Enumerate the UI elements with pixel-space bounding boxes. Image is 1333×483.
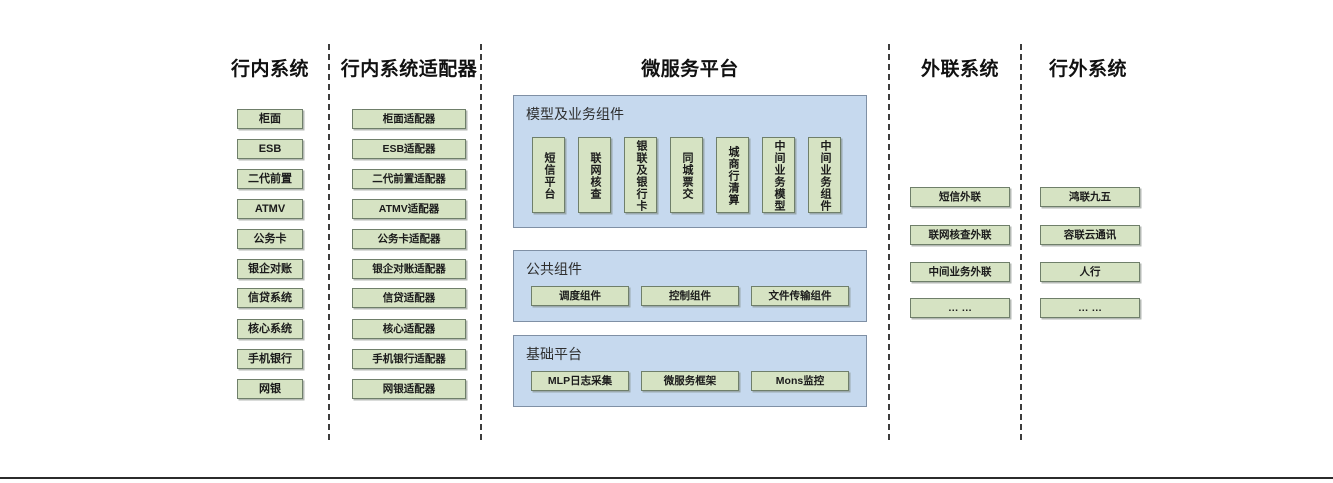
node-inner-system-1[interactable]: ESB xyxy=(237,139,303,159)
bottom-rule xyxy=(0,477,1333,479)
divider-3 xyxy=(888,44,890,440)
column-title-microservice-platform: 微服务平台 xyxy=(641,59,739,80)
node-inner-adapter-3[interactable]: ATMV适配器 xyxy=(352,199,466,219)
column-title-inner-system-adapters: 行内系统适配器 xyxy=(340,59,478,80)
node-inner-adapter-5[interactable]: 银企对账适配器 xyxy=(352,259,466,279)
divider-2 xyxy=(480,44,482,440)
node-outside-bank-3[interactable]: … … xyxy=(1040,298,1140,318)
node-external-link-2[interactable]: 中间业务外联 xyxy=(910,262,1010,282)
panel-title-basic-platform: 基础平台 xyxy=(526,346,582,362)
node-model-3[interactable]: 同城票交 xyxy=(670,137,703,213)
node-model-6[interactable]: 中间业务组件 xyxy=(808,137,841,213)
node-inner-adapter-2[interactable]: 二代前置适配器 xyxy=(352,169,466,189)
node-inner-adapter-0[interactable]: 柜面适配器 xyxy=(352,109,466,129)
node-model-0[interactable]: 短信平台 xyxy=(532,137,565,213)
node-public-1[interactable]: 控制组件 xyxy=(641,286,739,306)
node-public-0[interactable]: 调度组件 xyxy=(531,286,629,306)
node-public-2[interactable]: 文件传输组件 xyxy=(751,286,849,306)
node-basic-2[interactable]: Mons监控 xyxy=(751,371,849,391)
divider-1 xyxy=(328,44,330,440)
node-inner-system-2[interactable]: 二代前置 xyxy=(237,169,303,189)
divider-4 xyxy=(1020,44,1022,440)
node-external-link-3[interactable]: … … xyxy=(910,298,1010,318)
node-inner-adapter-4[interactable]: 公务卡适配器 xyxy=(352,229,466,249)
node-model-4[interactable]: 城商行清算 xyxy=(716,137,749,213)
node-inner-system-0[interactable]: 柜面 xyxy=(237,109,303,129)
node-inner-system-7[interactable]: 核心系统 xyxy=(237,319,303,339)
node-model-5[interactable]: 中间业务模型 xyxy=(762,137,795,213)
node-basic-0[interactable]: MLP日志采集 xyxy=(531,371,629,391)
node-inner-system-5[interactable]: 银企对账 xyxy=(237,259,303,279)
node-model-1[interactable]: 联网核查 xyxy=(578,137,611,213)
node-model-2[interactable]: 银联及银行卡 xyxy=(624,137,657,213)
node-basic-1[interactable]: 微服务框架 xyxy=(641,371,739,391)
node-inner-adapter-8[interactable]: 手机银行适配器 xyxy=(352,349,466,369)
node-inner-system-8[interactable]: 手机银行 xyxy=(237,349,303,369)
panel-title-model-business-components: 模型及业务组件 xyxy=(526,106,624,122)
node-inner-system-6[interactable]: 信贷系统 xyxy=(237,288,303,308)
column-title-external-link-systems: 外联系统 xyxy=(920,59,999,80)
panel-title-public-components: 公共组件 xyxy=(526,261,582,277)
column-title-inner-systems: 行内系统 xyxy=(230,59,309,80)
node-inner-system-9[interactable]: 网银 xyxy=(237,379,303,399)
node-outside-bank-2[interactable]: 人行 xyxy=(1040,262,1140,282)
node-outside-bank-1[interactable]: 容联云通讯 xyxy=(1040,225,1140,245)
node-inner-adapter-9[interactable]: 网银适配器 xyxy=(352,379,466,399)
node-inner-adapter-7[interactable]: 核心适配器 xyxy=(352,319,466,339)
node-inner-system-4[interactable]: 公务卡 xyxy=(237,229,303,249)
node-outside-bank-0[interactable]: 鸿联九五 xyxy=(1040,187,1140,207)
column-title-outside-bank-systems: 行外系统 xyxy=(1048,59,1127,80)
node-external-link-0[interactable]: 短信外联 xyxy=(910,187,1010,207)
node-inner-adapter-6[interactable]: 信贷适配器 xyxy=(352,288,466,308)
node-external-link-1[interactable]: 联网核查外联 xyxy=(910,225,1010,245)
node-inner-system-3[interactable]: ATMV xyxy=(237,199,303,219)
node-inner-adapter-1[interactable]: ESB适配器 xyxy=(352,139,466,159)
